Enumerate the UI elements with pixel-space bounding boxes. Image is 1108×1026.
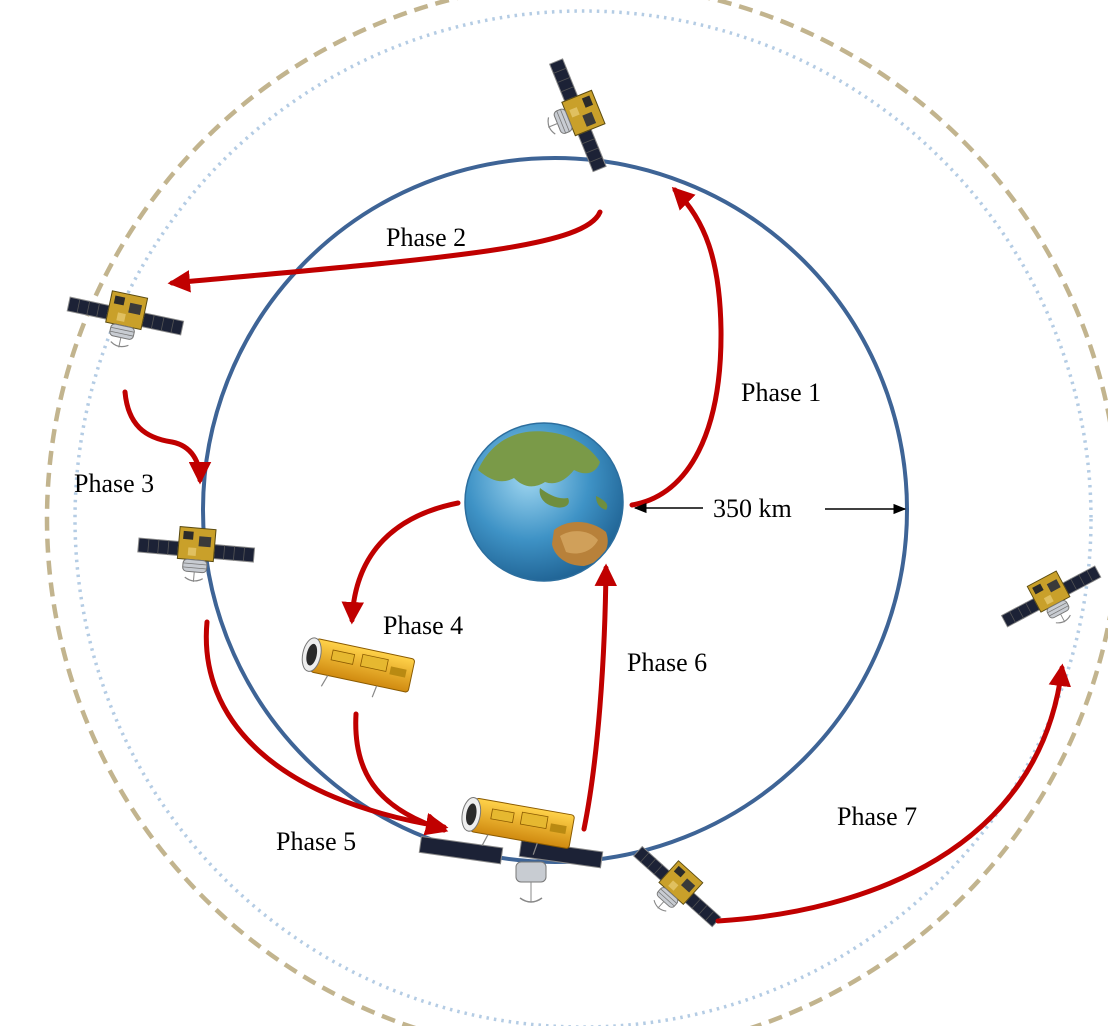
spacecraft-icon-phase5 — [418, 795, 604, 903]
satellite-icon-phase2 — [61, 281, 188, 361]
phase7-arrow — [715, 663, 1071, 924]
spacecraft-icon-phase4 — [296, 635, 416, 705]
phase6-arrow — [581, 563, 618, 832]
label-phase3: Phase 3 — [74, 469, 154, 498]
phase5-arrow-right — [353, 711, 449, 836]
label-phase7: Phase 7 — [837, 802, 917, 831]
transfer-arrows — [122, 186, 1071, 924]
outer-dotted-orbit — [73, 9, 1093, 1026]
outer-dashed-orbit — [44, 0, 1108, 1026]
earth-globe-icon — [464, 422, 624, 582]
label-altitude: 350 km — [713, 494, 792, 523]
label-phase4: Phase 4 — [383, 611, 463, 640]
satellite-icon-phase3 — [135, 522, 257, 588]
label-phase2: Phase 2 — [386, 223, 466, 252]
label-phase6: Phase 6 — [627, 648, 707, 677]
phase1-arrow — [629, 186, 724, 508]
satellite-icon-right — [994, 553, 1108, 648]
phase2-arrow — [167, 209, 603, 293]
main-orbit — [201, 156, 909, 864]
phase5-arrow-left — [203, 619, 449, 836]
phase3-arrow — [122, 389, 212, 485]
label-phase1: Phase 1 — [741, 378, 821, 407]
label-phase5: Phase 5 — [276, 827, 356, 856]
phase4-arrow — [341, 500, 461, 625]
